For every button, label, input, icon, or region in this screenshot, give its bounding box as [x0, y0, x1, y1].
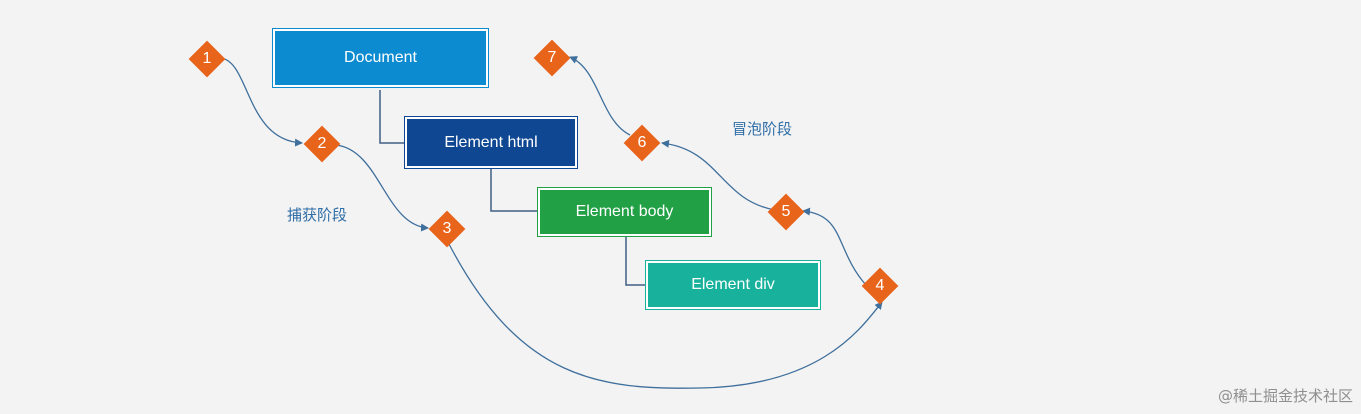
- step-marker-3: 3: [428, 210, 466, 248]
- step-marker-7: 7: [533, 39, 571, 77]
- bubble-phase-label: 冒泡阶段: [732, 120, 793, 138]
- step-marker-5: 5: [767, 193, 805, 231]
- capture-phase-label: 捕获阶段: [287, 206, 348, 224]
- step-marker-4: 4: [861, 267, 899, 305]
- step-marker-2: 2: [303, 125, 341, 163]
- arrow-5-to-6: [661, 139, 776, 211]
- node-element-body: Element body: [537, 187, 712, 237]
- watermark: @稀土掘金技术社区: [1217, 387, 1353, 405]
- arrow-2-to-3: [335, 144, 429, 232]
- arrow-6-to-7: [569, 56, 631, 136]
- step-marker-6: 6: [623, 124, 661, 162]
- step-marker-1: 1: [188, 40, 226, 78]
- node-element-html: Element html: [404, 116, 578, 169]
- node-element-div: Element div: [645, 260, 821, 310]
- arrow-3-to-4: [448, 243, 883, 389]
- connector-document-html: [379, 90, 404, 144]
- arrow-4-to-5: [802, 207, 867, 286]
- connector-body-div: [625, 236, 645, 286]
- arrow-1-to-2: [219, 57, 303, 147]
- connector-html-body: [490, 168, 537, 212]
- node-document: Document: [272, 28, 489, 88]
